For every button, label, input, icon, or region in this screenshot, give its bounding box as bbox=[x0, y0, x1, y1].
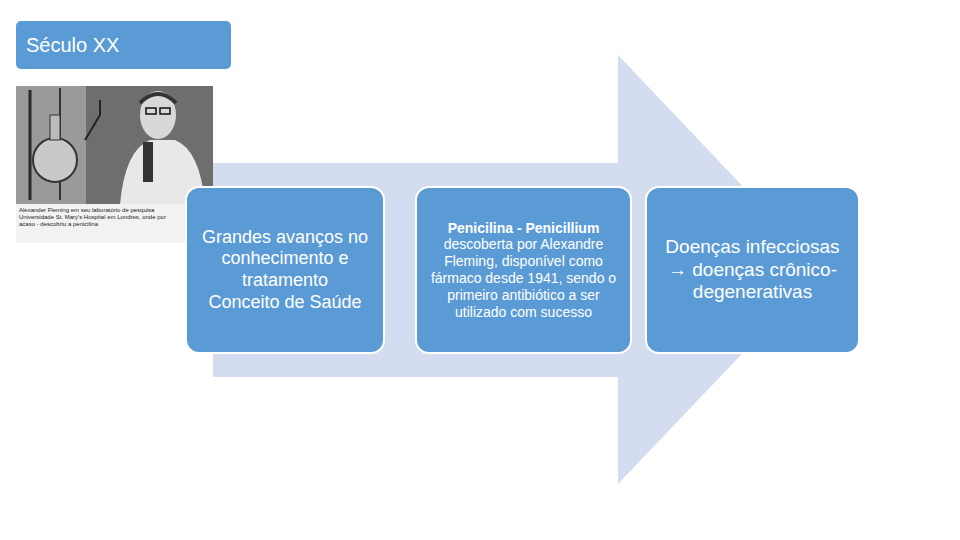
title-box: Século XX bbox=[16, 21, 231, 69]
box-text: Doenças infecciosas → doenças crônico-de… bbox=[659, 236, 846, 304]
box-heading: Penicilina - Penicillium bbox=[429, 220, 618, 237]
box-text: Conceito de Saúde bbox=[199, 292, 371, 314]
photo-caption: Alexander Fleming em seu laboratório de … bbox=[19, 207, 181, 228]
section-title: Século XX bbox=[26, 33, 221, 57]
process-box: Grandes avanços no conhecimento e tratam… bbox=[185, 186, 385, 354]
box-text: Grandes avanços no conhecimento e tratam… bbox=[199, 227, 371, 292]
process-box: Doenças infecciosas → doenças crônico-de… bbox=[645, 186, 860, 354]
process-box: Penicilina - Penicilliumdescoberta por A… bbox=[415, 186, 632, 354]
photo-illustration bbox=[16, 86, 213, 243]
box-body: descoberta por Alexandre Fleming, dispon… bbox=[429, 236, 618, 320]
